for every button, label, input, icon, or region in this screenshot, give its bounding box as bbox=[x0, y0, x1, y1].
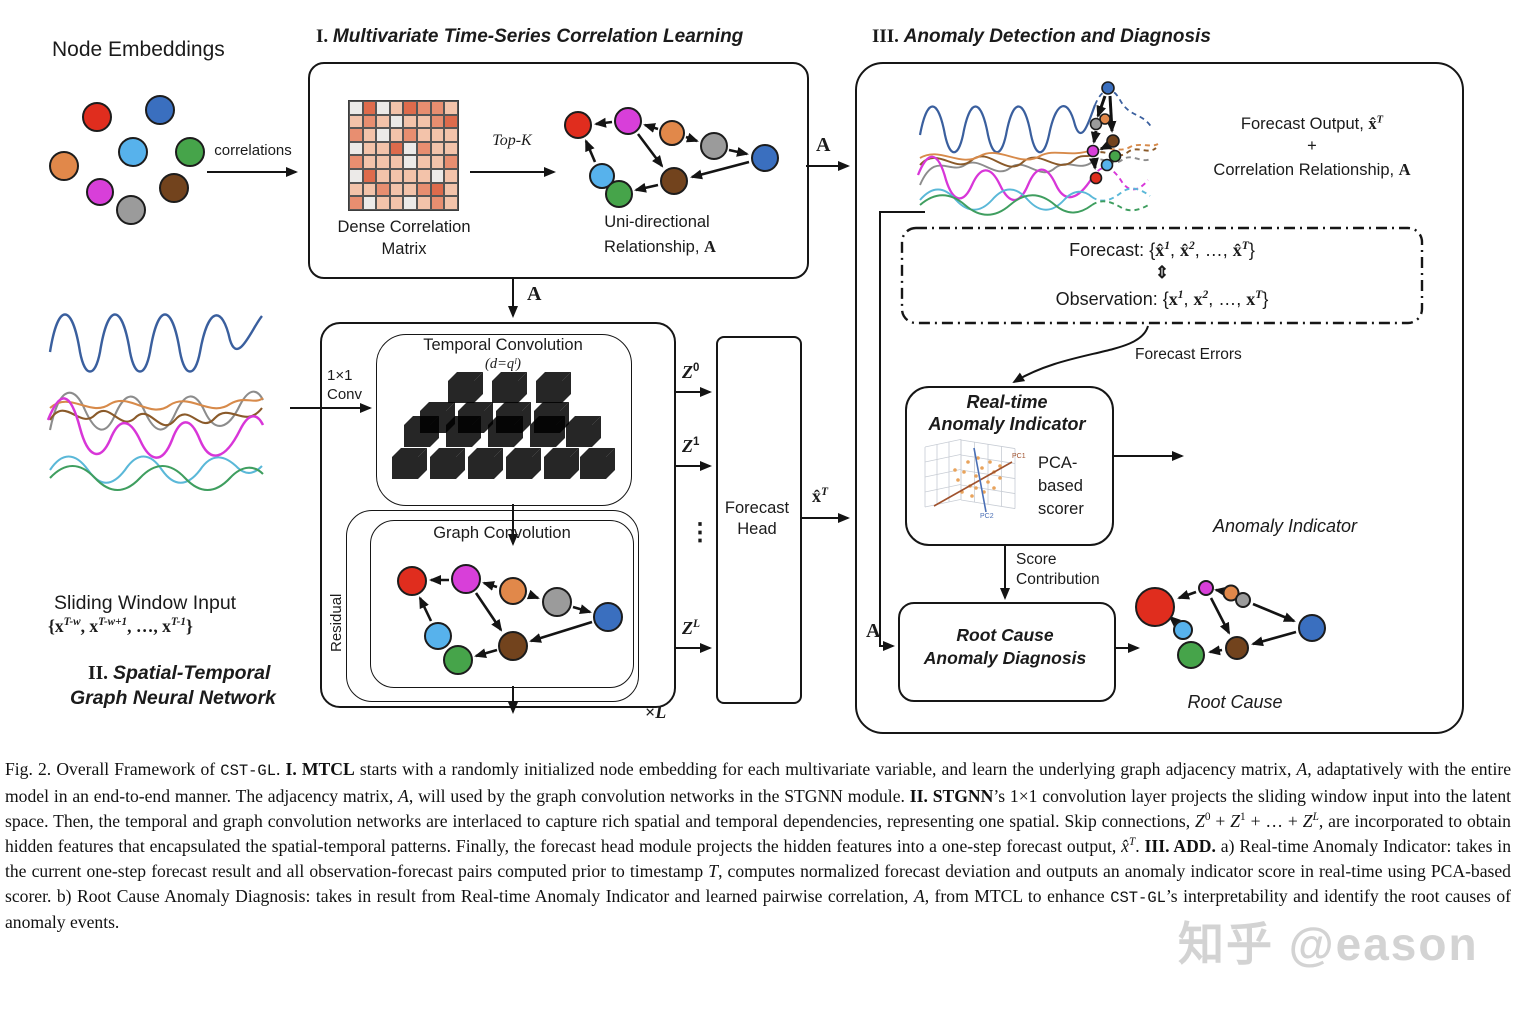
section2-label-1: II. Spatial-Temporal bbox=[88, 662, 271, 684]
node-embeddings-title: Node Embeddings bbox=[52, 38, 225, 61]
mtcl-module-box bbox=[308, 62, 809, 279]
uni-directional-label-1: Uni-directional bbox=[604, 213, 710, 231]
adjacency-a-right-label: A bbox=[816, 134, 831, 156]
add-module-box bbox=[855, 62, 1464, 734]
section2-label-2: Graph Neural Network bbox=[70, 687, 276, 709]
rtai-title-1: Real-time bbox=[966, 392, 1048, 412]
root-cause-label: Root Cause bbox=[1187, 692, 1283, 712]
pca-scorer-label: PCA- based scorer bbox=[1038, 454, 1084, 518]
forecast-output-label: Forecast Output, x̂T bbox=[1240, 114, 1384, 133]
residual-label: Residual bbox=[328, 593, 345, 652]
rcad-title-2: Anomaly Diagnosis bbox=[923, 648, 1087, 668]
rtai-title-2: Anomaly Indicator bbox=[928, 414, 1086, 434]
rcad-title-1: Root Cause bbox=[956, 625, 1054, 645]
forecast-head-label: Forecast Head bbox=[724, 499, 790, 538]
graph-convolution-box bbox=[370, 520, 634, 688]
times-l-label: ×L bbox=[645, 702, 667, 722]
observation-set-label: Observation: {x1, x2, …, xT} bbox=[1055, 289, 1269, 309]
sliding-window-series bbox=[46, 313, 265, 492]
xhat-output-label: x̂T bbox=[812, 486, 829, 506]
sliding-window-title: Sliding Window Input bbox=[54, 592, 237, 614]
correlations-label: correlations bbox=[214, 142, 292, 159]
z1-label: Z1 bbox=[682, 436, 700, 456]
adjacency-a-down-label: A bbox=[527, 283, 542, 305]
figure-caption: Fig. 2. Overall Framework of CST-GL. I. … bbox=[5, 759, 1512, 933]
root-cause-diagnosis-box bbox=[898, 602, 1116, 702]
adjacency-a-rcad-label: A bbox=[866, 620, 881, 642]
pc1-axis-label: PC1 bbox=[1012, 453, 1026, 460]
anomaly-indicator-label: Anomaly Indicator bbox=[1212, 516, 1358, 536]
updown-arrow: ⇕ bbox=[1154, 263, 1170, 282]
z-dots: ⋮ bbox=[688, 519, 712, 546]
forecast-set-label: Forecast: {x̂1, x̂2, …, x̂T} bbox=[1069, 240, 1255, 260]
uni-directional-label-2: Relationship, A bbox=[604, 237, 716, 256]
topk-label: Top-K bbox=[492, 132, 532, 149]
stgnn-module-box bbox=[320, 322, 676, 708]
section3-header: III. Anomaly Detection and Diagnosis bbox=[872, 26, 1211, 47]
z0-label: Z0 bbox=[682, 362, 700, 382]
correlation-relationship-label: Correlation Relationship, A bbox=[1213, 160, 1411, 179]
temporal-convolution-box bbox=[376, 334, 632, 506]
sliding-window-formula: {xT-w, xT-w+1, …, xT-1} bbox=[48, 616, 193, 636]
zl-label: ZL bbox=[682, 618, 701, 638]
section1-header: I. Multivariate Time-Series Correlation … bbox=[316, 26, 744, 47]
graph-convolution-title: Graph Convolution bbox=[433, 524, 571, 542]
forecast-errors-label: Forecast Errors bbox=[1135, 346, 1242, 363]
score-contribution-label: Score Contribution bbox=[1016, 551, 1100, 588]
pc2-axis-label: PC2 bbox=[980, 513, 994, 520]
forecast-head-box bbox=[716, 336, 802, 704]
temporal-convolution-sub: (d=qˡ) bbox=[485, 356, 521, 372]
plus-label: + bbox=[1307, 137, 1317, 155]
dense-correlation-matrix bbox=[348, 100, 459, 211]
conv1x1-label: 1×1 Conv bbox=[327, 367, 363, 403]
dense-matrix-label: Dense Correlation Matrix bbox=[337, 218, 471, 258]
node-embeddings-cluster bbox=[49, 95, 205, 225]
temporal-convolution-title: Temporal Convolution bbox=[423, 336, 583, 354]
residual-box bbox=[346, 510, 639, 702]
watermark: 知乎 @eason bbox=[1178, 918, 1479, 970]
